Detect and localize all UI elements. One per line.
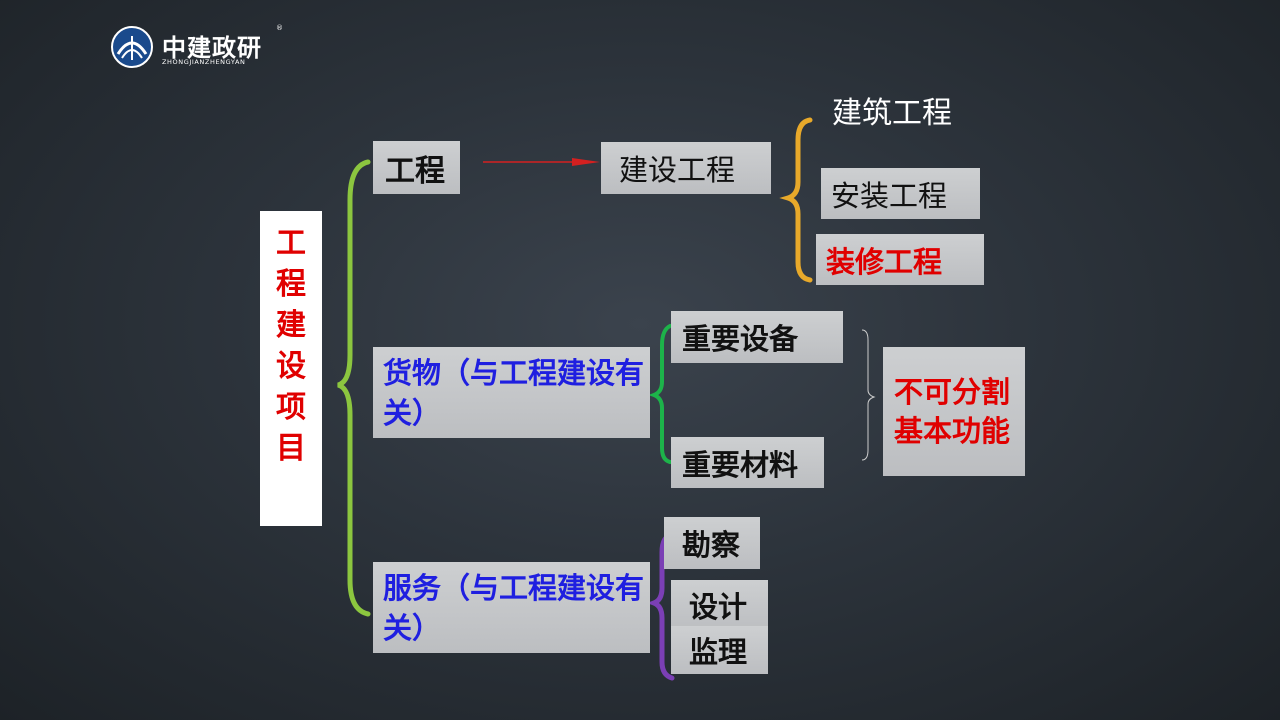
node-goods-label: 货物（与工程建设有关） — [383, 355, 645, 430]
node-important-equipment: 重要设备 — [671, 311, 843, 363]
node-installation-engineering-label: 安装工程 — [831, 178, 948, 213]
node-engineering-label: 工程 — [385, 153, 445, 189]
node-construction-engineering: 建设工程 — [601, 142, 771, 194]
root-char: 建 — [276, 308, 306, 343]
node-decoration-engineering-label: 装修工程 — [826, 244, 943, 279]
root-char: 程 — [276, 267, 306, 302]
node-construction-engineering-label: 建设工程 — [619, 153, 736, 187]
inseparable-bracket — [861, 329, 876, 461]
node-engineering: 工程 — [373, 141, 460, 194]
root-char: 工 — [276, 226, 306, 261]
node-decoration-engineering: 装修工程 — [816, 234, 984, 285]
node-services-label: 服务（与工程建设有关） — [383, 570, 645, 645]
node-survey-label: 勘察 — [682, 528, 741, 562]
node-inseparable-label: 不可分割基本功能 — [894, 374, 1011, 448]
main-brace — [337, 159, 371, 617]
node-supervision: 监理 — [671, 626, 768, 674]
node-important-equipment-label: 重要设备 — [682, 322, 799, 356]
node-inseparable-basic-function: 不可分割基本功能 — [883, 347, 1025, 476]
root-char: 目 — [276, 431, 306, 466]
logo-registered-mark: ® — [276, 24, 283, 32]
root-char: 项 — [276, 390, 306, 425]
node-goods: 货物（与工程建设有关） — [373, 347, 650, 438]
company-logo — [110, 24, 290, 70]
node-services: 服务（与工程建设有关） — [373, 562, 650, 653]
node-survey: 勘察 — [664, 517, 760, 569]
node-building-engineering: 建筑工程 — [832, 96, 952, 131]
logo-subtitle: ZHONGJIANZHENGYAN — [162, 58, 246, 66]
goods-brace — [648, 324, 672, 464]
services-brace — [646, 531, 675, 681]
node-design: 设计 — [671, 580, 768, 630]
node-installation-engineering: 安装工程 — [821, 168, 980, 219]
root-node-engineering-project: 工 程 建 设 项 目 — [260, 211, 322, 526]
logo-name: 中建政研 — [162, 34, 262, 62]
arrow-head — [572, 158, 600, 166]
engineering-brace — [779, 117, 813, 283]
node-important-materials: 重要材料 — [671, 437, 824, 488]
node-supervision-label: 监理 — [689, 635, 748, 669]
logo-emblem-icon — [111, 26, 153, 68]
node-important-materials-label: 重要材料 — [682, 447, 799, 482]
node-design-label: 设计 — [689, 590, 748, 624]
root-char: 设 — [276, 349, 306, 384]
